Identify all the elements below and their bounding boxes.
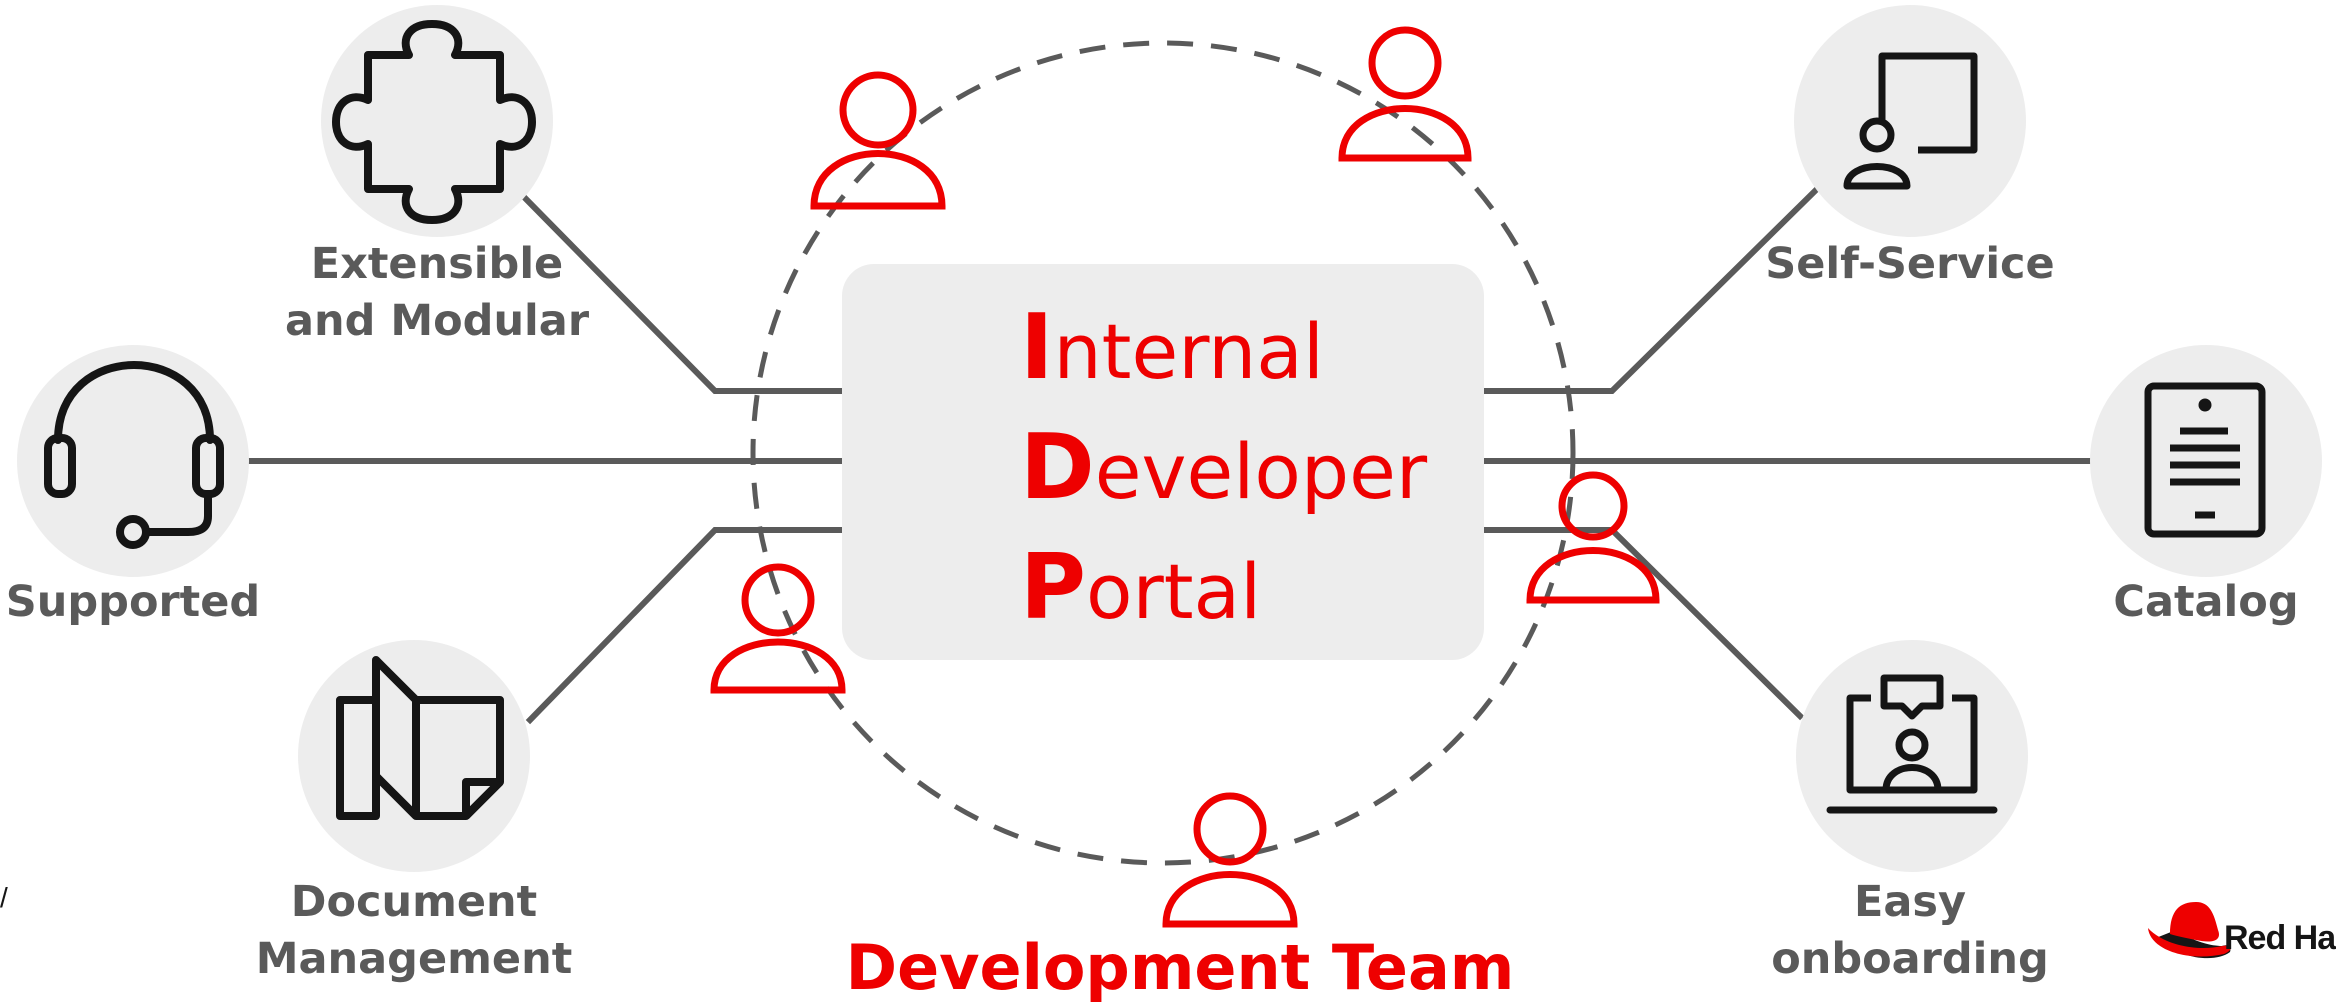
brand-wordmark: Red Ha	[2224, 919, 2336, 957]
portal-word-developer: eveloper	[1094, 427, 1428, 516]
person-icon	[1338, 26, 1472, 162]
connector-onboarding	[1481, 527, 1805, 721]
puzzle-piece-icon	[332, 20, 536, 224]
person-icon	[1526, 471, 1660, 604]
feature-label-document: Document Management	[214, 874, 614, 988]
portal-word-portal: ortal	[1085, 547, 1262, 636]
video-call-icon	[1826, 674, 1998, 814]
feature-label-catalog: Catalog	[2076, 574, 2336, 631]
portal-word-internal: nternal	[1053, 307, 1325, 396]
feature-label-line: onboarding	[1771, 934, 2049, 984]
person-icon	[1162, 792, 1298, 928]
feature-label-line: Document	[290, 877, 538, 927]
person-icon	[710, 563, 846, 694]
portal-title-line2: Developer	[1020, 418, 1427, 522]
supported-circle	[17, 345, 249, 577]
portal-title-line3: Portal	[1020, 538, 1261, 642]
team-members	[710, 26, 1660, 928]
feature-label-extensible: Extensible and Modular	[237, 236, 637, 350]
portal-initial-p: P	[1020, 535, 1086, 640]
edge-fragment: /	[0, 882, 8, 913]
headset-icon	[44, 361, 224, 549]
feature-label-line: Management	[255, 934, 573, 984]
development-team-label: Development Team	[845, 931, 1515, 1004]
feature-label-onboarding: Easy onboarding	[1710, 874, 2110, 988]
red-hat-logo-icon	[2148, 902, 2231, 959]
catalog-tablet-icon	[2144, 382, 2266, 538]
feature-label-line: Easy	[1853, 877, 1966, 927]
portal-box	[842, 264, 1484, 660]
self-service-circle	[1794, 5, 2026, 237]
feature-label-line: Catalog	[2113, 577, 2299, 627]
connector-extensible	[519, 192, 848, 394]
feature-label-self-service: Self-Service	[1710, 236, 2110, 293]
feature-label-supported: Supported	[0, 574, 266, 631]
document-pages-icon	[336, 656, 504, 820]
portal-initial-i: I	[1020, 295, 1054, 400]
person-icon	[810, 71, 946, 210]
extensible-circle	[321, 5, 553, 237]
portal-title-line1: Internal	[1020, 298, 1324, 402]
portal-initial-d: D	[1020, 415, 1095, 520]
connector-document	[525, 527, 848, 725]
catalog-circle	[2090, 345, 2322, 577]
feature-label-line: Extensible	[310, 239, 564, 289]
feature-label-line: Supported	[5, 577, 261, 627]
user-window-icon	[1843, 52, 1978, 190]
feature-label-line: and Modular	[284, 296, 590, 346]
team-circle	[750, 40, 1576, 866]
connector-self-service	[1481, 185, 1821, 394]
feature-label-line: Self-Service	[1765, 239, 2055, 289]
